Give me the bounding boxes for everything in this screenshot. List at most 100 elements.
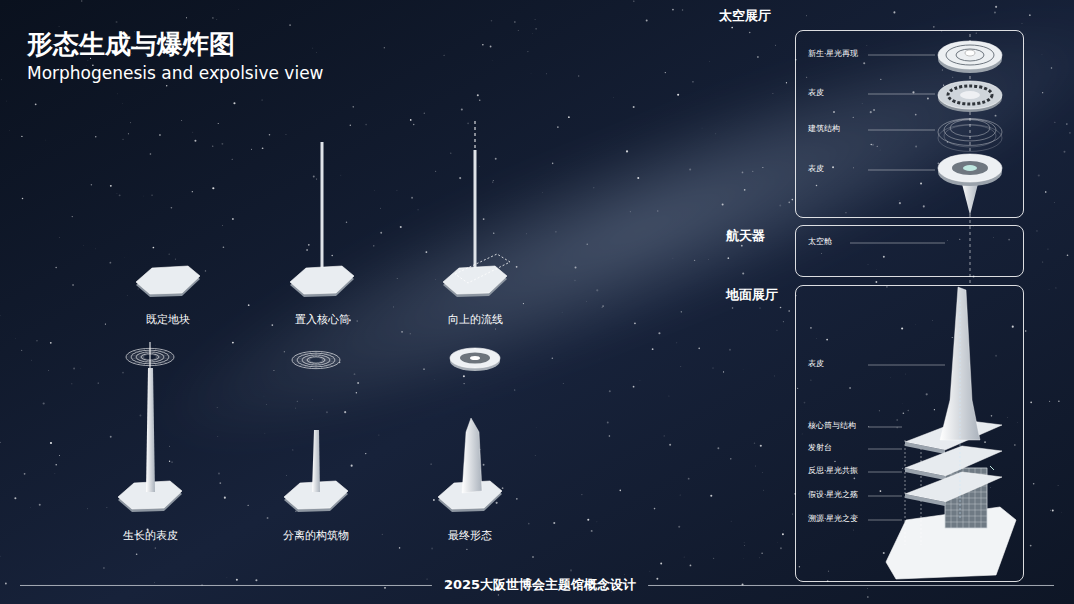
- background-part: [596, 521, 598, 523]
- background-part: [73, 368, 75, 370]
- background-part: [232, 159, 233, 160]
- background-part: [479, 100, 481, 102]
- background-part: [532, 556, 534, 558]
- background-part: [801, 433, 803, 435]
- background-part: [570, 569, 572, 571]
- background-part: [744, 545, 746, 547]
- background-part: [295, 408, 296, 409]
- background-part: [517, 30, 519, 32]
- background-part: [1007, 417, 1009, 419]
- background-part: [1069, 132, 1071, 134]
- background-part: [356, 392, 357, 393]
- illustration-part: [990, 466, 994, 470]
- background-part: [749, 32, 751, 34]
- background-part: [514, 389, 516, 391]
- illustration-part: [850, 243, 945, 244]
- background-part: [1045, 191, 1047, 193]
- step-label: 既定地块: [146, 314, 190, 327]
- background-part: [763, 490, 764, 491]
- background-part: [36, 340, 37, 341]
- illustration-part: [868, 130, 935, 131]
- background-part: [941, 69, 943, 71]
- background-part: [443, 189, 444, 190]
- illustration-part: [450, 348, 500, 368]
- background-part: [777, 542, 778, 543]
- illustration-part: [868, 496, 902, 497]
- background-part: [431, 464, 432, 465]
- background-part: [676, 342, 677, 343]
- background-part: [289, 24, 291, 26]
- background-part: [754, 465, 756, 467]
- background-part: [732, 307, 734, 309]
- background-part: [883, 256, 885, 258]
- background-part: [493, 232, 494, 233]
- illustration-part: [290, 266, 354, 294]
- illustration-part: [144, 359, 149, 365]
- background-part: [411, 197, 413, 199]
- illustration-part: [146, 368, 155, 492]
- background-part: [853, 529, 855, 531]
- background-part: [875, 281, 877, 283]
- background-part: [804, 402, 806, 404]
- background-part: [218, 123, 219, 124]
- background-part: [663, 435, 665, 437]
- background-part: [262, 147, 264, 149]
- background-part: [216, 407, 218, 409]
- background-part: [669, 444, 671, 446]
- illustration-part: [322, 361, 339, 363]
- background-part: [1052, 509, 1054, 511]
- background-part: [181, 120, 183, 122]
- background-part: [730, 520, 732, 522]
- background-part: [159, 134, 161, 136]
- illustration-part: [126, 348, 174, 365]
- background-part: [792, 199, 794, 201]
- background-part: [212, 146, 213, 147]
- background-part: [59, 237, 61, 239]
- illustration-part: [956, 49, 984, 61]
- background-part: [226, 577, 228, 579]
- illustration-part: [293, 358, 310, 360]
- illustration-part: [948, 86, 992, 104]
- background-part: [828, 571, 829, 572]
- illustration-part: [126, 357, 144, 358]
- background-part: [262, 99, 263, 100]
- background-part: [232, 342, 234, 344]
- illustration-part: [470, 356, 480, 360]
- background-part: [994, 11, 996, 13]
- background-part: [1030, 545, 1032, 547]
- background-part: [780, 547, 782, 549]
- background-part: [788, 202, 790, 204]
- background-part: [116, 21, 118, 23]
- background-part: [834, 461, 835, 462]
- background-part: [682, 9, 683, 10]
- background-part: [591, 530, 593, 532]
- background-part: [680, 365, 682, 367]
- background-part: [1057, 485, 1059, 487]
- illustration-part: [944, 125, 996, 147]
- illustration-part: [868, 94, 935, 95]
- background-part: [435, 279, 436, 280]
- illustration-part: [868, 520, 902, 521]
- background-part: [166, 85, 168, 87]
- illustration-part: [152, 349, 157, 355]
- background-part: [205, 270, 206, 271]
- background-part: [130, 122, 131, 123]
- background-part: [483, 218, 485, 220]
- background-part: [151, 195, 152, 196]
- background-part: [514, 21, 515, 22]
- background-part: [87, 60, 88, 61]
- background-part: [555, 231, 556, 232]
- background-part: [83, 245, 85, 247]
- illustration-part: [156, 358, 173, 360]
- callout-label: 溯源·星光之变: [808, 515, 858, 524]
- background-part: [562, 383, 564, 385]
- background-part: [154, 581, 156, 583]
- illustration-part: [150, 348, 151, 354]
- background-part: [284, 351, 285, 352]
- background-part: [285, 134, 287, 136]
- background-part: [24, 473, 26, 475]
- background-part: [354, 373, 356, 375]
- background-part: [759, 307, 761, 309]
- background-part: [105, 323, 106, 324]
- background-part: [81, 0, 83, 2]
